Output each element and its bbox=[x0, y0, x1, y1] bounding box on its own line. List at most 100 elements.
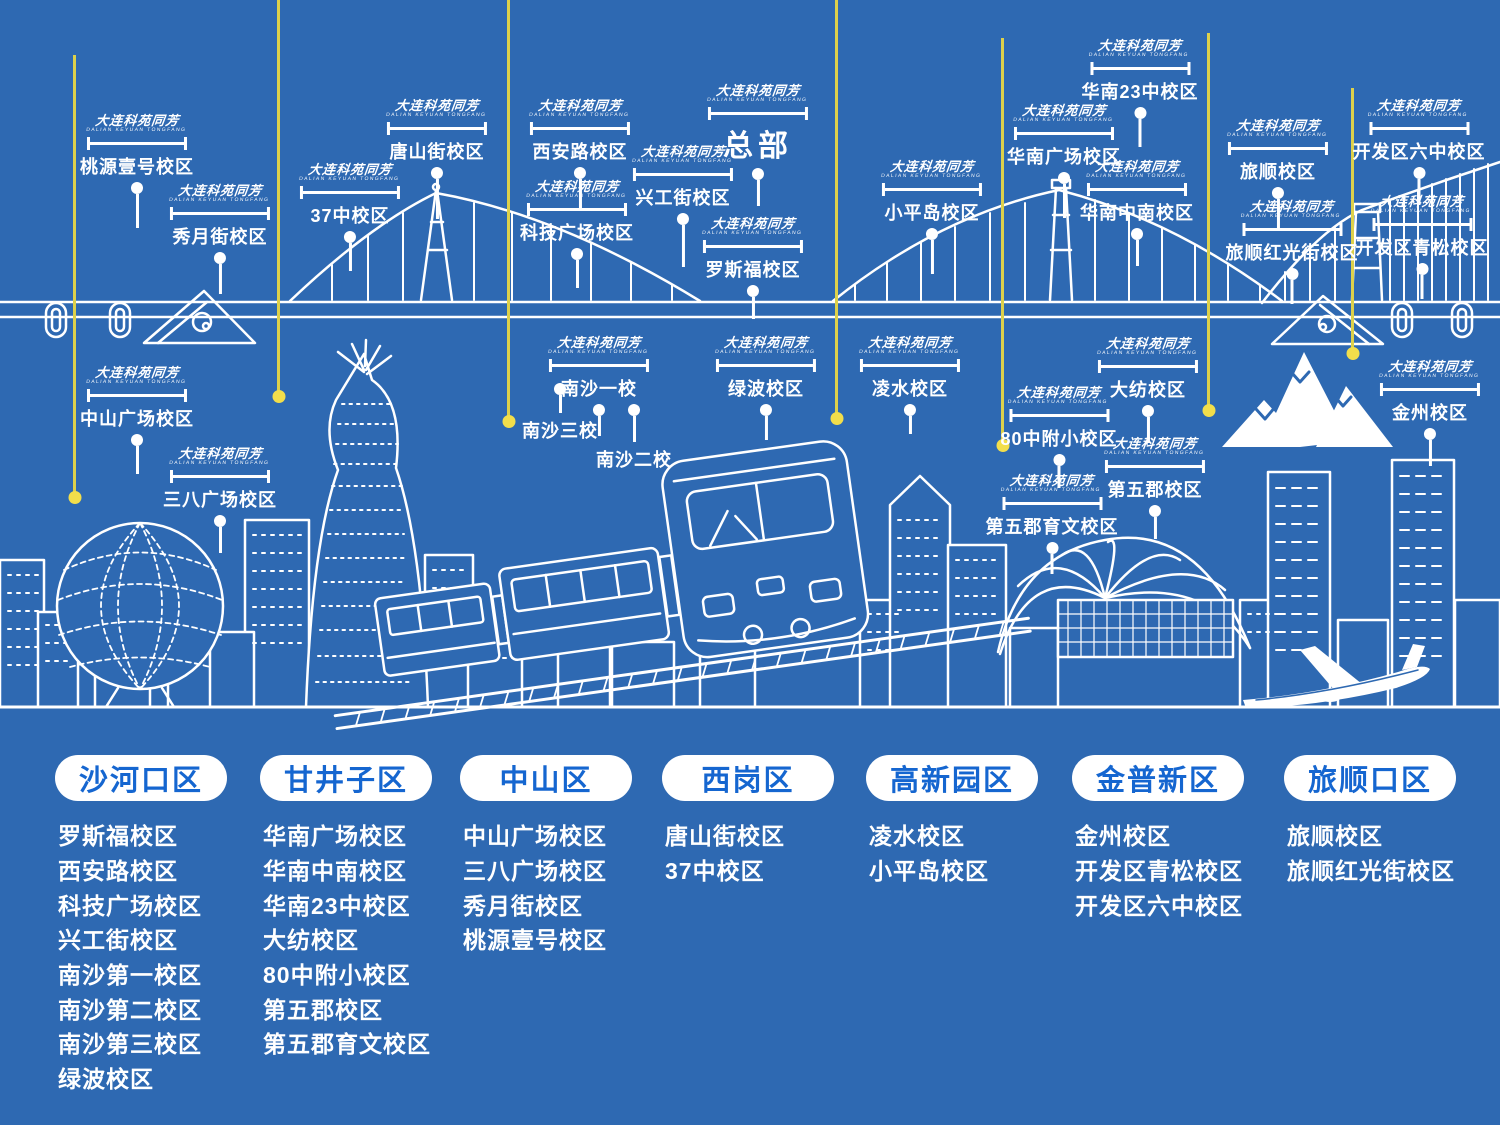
map-pin bbox=[925, 228, 938, 274]
campus-list-item: 绿波校区 bbox=[58, 1066, 154, 1093]
map-pin bbox=[759, 404, 772, 440]
campus-name: 秀月街校区 bbox=[172, 227, 268, 247]
campus-list-item: 中山广场校区 bbox=[463, 823, 607, 850]
campus-name: 华南广场校区 bbox=[1007, 147, 1121, 167]
campus-list-item: 秀月街校区 bbox=[463, 892, 583, 919]
indicator-dot bbox=[1346, 347, 1359, 360]
campus-list-item: 罗斯福校区 bbox=[58, 823, 178, 850]
campus-name: 开发区青松校区 bbox=[1355, 238, 1489, 258]
campus-list-item: 金州校区 bbox=[1075, 823, 1171, 850]
campus-name: 罗斯福校区 bbox=[705, 260, 801, 280]
location-indicator-line bbox=[1202, 33, 1215, 417]
map-pin bbox=[571, 248, 583, 288]
label-bracket bbox=[715, 359, 816, 372]
location-indicator-line bbox=[502, 0, 515, 428]
campus-list-item: 华南广场校区 bbox=[263, 823, 407, 850]
district-pill: 高新园区 bbox=[866, 755, 1038, 801]
campus-list-item: 科技广场校区 bbox=[58, 892, 202, 919]
map-pin bbox=[1423, 428, 1436, 466]
district-column-xigang: 西岗区 唐山街校区 37中校区 bbox=[662, 755, 834, 886]
label-bracket bbox=[859, 359, 960, 372]
map-pin bbox=[1413, 167, 1425, 205]
label-bracket bbox=[1372, 218, 1472, 231]
road-lamps bbox=[44, 301, 1474, 339]
map-pin bbox=[592, 404, 605, 436]
geodesic-sphere bbox=[55, 521, 225, 709]
label-bracket bbox=[87, 389, 187, 402]
map-pin bbox=[903, 404, 916, 434]
label-bracket bbox=[632, 168, 733, 181]
map-pin bbox=[430, 167, 443, 219]
map-pin bbox=[573, 167, 586, 209]
district-column-zhongshan: 中山区 中山广场校区 三八广场校区 秀月街校区 桃源壹号校区 bbox=[460, 755, 632, 956]
district-pill: 中山区 bbox=[460, 755, 632, 801]
campus-name: 旅顺校区 bbox=[1239, 162, 1316, 182]
indicator-dot bbox=[1202, 404, 1215, 417]
district-pill: 金普新区 bbox=[1072, 755, 1244, 801]
district-campus-list: 旅顺校区 旅顺红光街校区 bbox=[1284, 817, 1456, 886]
campus-name: 南沙一校 bbox=[560, 379, 637, 399]
district-column-lushunkou: 旅顺口区 旅顺校区 旅顺红光街校区 bbox=[1284, 755, 1456, 886]
location-indicator-line bbox=[272, 0, 285, 403]
map-pin bbox=[214, 515, 226, 553]
campus-name: 南沙三校 bbox=[522, 421, 598, 441]
map-pin bbox=[131, 434, 143, 474]
location-indicator-line bbox=[1346, 88, 1359, 360]
campus-name: 总部 bbox=[722, 130, 793, 163]
label-bracket bbox=[1369, 122, 1469, 135]
map-pin bbox=[1131, 228, 1143, 266]
metro-train bbox=[333, 440, 1032, 731]
campus-list-item: 三八广场校区 bbox=[463, 858, 607, 885]
label-bracket bbox=[702, 240, 803, 253]
campus-list-item: 开发区六中校区 bbox=[1075, 892, 1243, 919]
campus-name: 桃源壹号校区 bbox=[80, 157, 194, 177]
label-bracket bbox=[1227, 142, 1328, 155]
label-bracket bbox=[169, 207, 270, 220]
map-pin bbox=[746, 285, 759, 319]
campus-name: 金州校区 bbox=[1391, 403, 1468, 423]
map-pin bbox=[1416, 263, 1428, 299]
campus-name: 大纺校区 bbox=[1109, 380, 1186, 400]
campus-name: 西安路校区 bbox=[532, 142, 628, 162]
indicator-dot bbox=[272, 390, 285, 403]
label-bracket bbox=[1242, 223, 1342, 236]
district-pill: 甘井子区 bbox=[260, 755, 432, 801]
campus-list-item: 华南23中校区 bbox=[263, 892, 411, 919]
map-pin bbox=[1058, 172, 1070, 218]
district-column-jinpu: 金普新区 金州校区 开发区青松校区 开发区六中校区 bbox=[1072, 755, 1244, 921]
district-column-shahekou: 沙河口区 罗斯福校区 西安路校区 科技广场校区 兴工街校区 南沙第一校区 南沙第… bbox=[55, 755, 227, 1095]
campus-name: 80中附小校区 bbox=[1000, 429, 1118, 449]
district-column-ganjingzi: 甘井子区 华南广场校区 华南中南校区 华南23中校区 大纺校区 80中附小校区 … bbox=[260, 755, 432, 1060]
right-bridge bbox=[831, 178, 1284, 303]
